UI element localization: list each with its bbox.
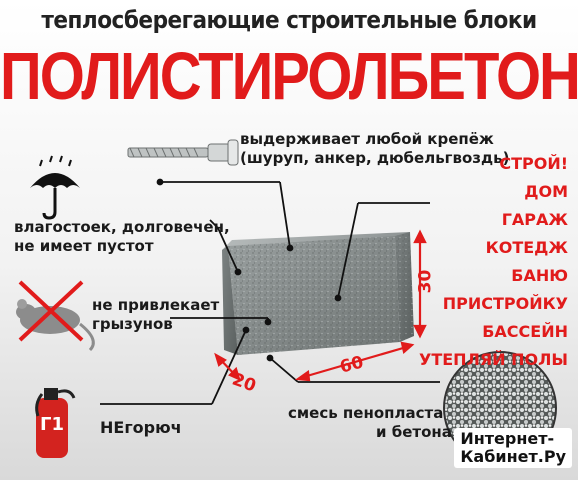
page-title: ПОЛИСТИРОЛБЕТОН [0,39,578,114]
build-list-item: ГАРАЖ [501,210,568,229]
build-list-item: УТЕПЛЯЙ ПОЛЫ [419,350,568,369]
build-list-item: ДОМ [524,182,568,201]
build-list-item: ПРИСТРОЙКУ [442,294,568,313]
build-list-item: БАССЕЙН [482,322,568,341]
fire-extinguisher-icon [35,388,76,458]
build-list-item: КОТЕДЖ [485,238,568,257]
build-list: СТРОЙ! ДОМ ГАРАЖ КОТЕДЖ БАНЮ ПРИСТРОЙКУ … [419,150,568,374]
build-list-heading: СТРОЙ! [499,154,568,173]
rodents-text: не привлекает грызунов [92,296,220,333]
mix-text: смесь пенопласта и бетона [288,404,452,441]
fire-class-label: Г1 [40,414,64,435]
watermark-badge: Интернет- Кабинет.Ру [454,428,572,468]
umbrella-icon [30,155,80,220]
moisture-text: влагостоек, долговечен, не имеет пустот [14,218,230,255]
build-list-item: БАНЮ [511,266,568,285]
concrete-block [222,232,414,355]
fastener-text: выдерживает любой крепёж (шуруп, анкер, … [240,130,510,167]
dimension-arrows [214,229,427,382]
subtitle: теплосберегающие строительные блоки [41,6,537,34]
fire-text: НЕгорюч [100,418,182,437]
crossed-rat-icon [16,280,95,352]
screw-icon [127,139,239,166]
